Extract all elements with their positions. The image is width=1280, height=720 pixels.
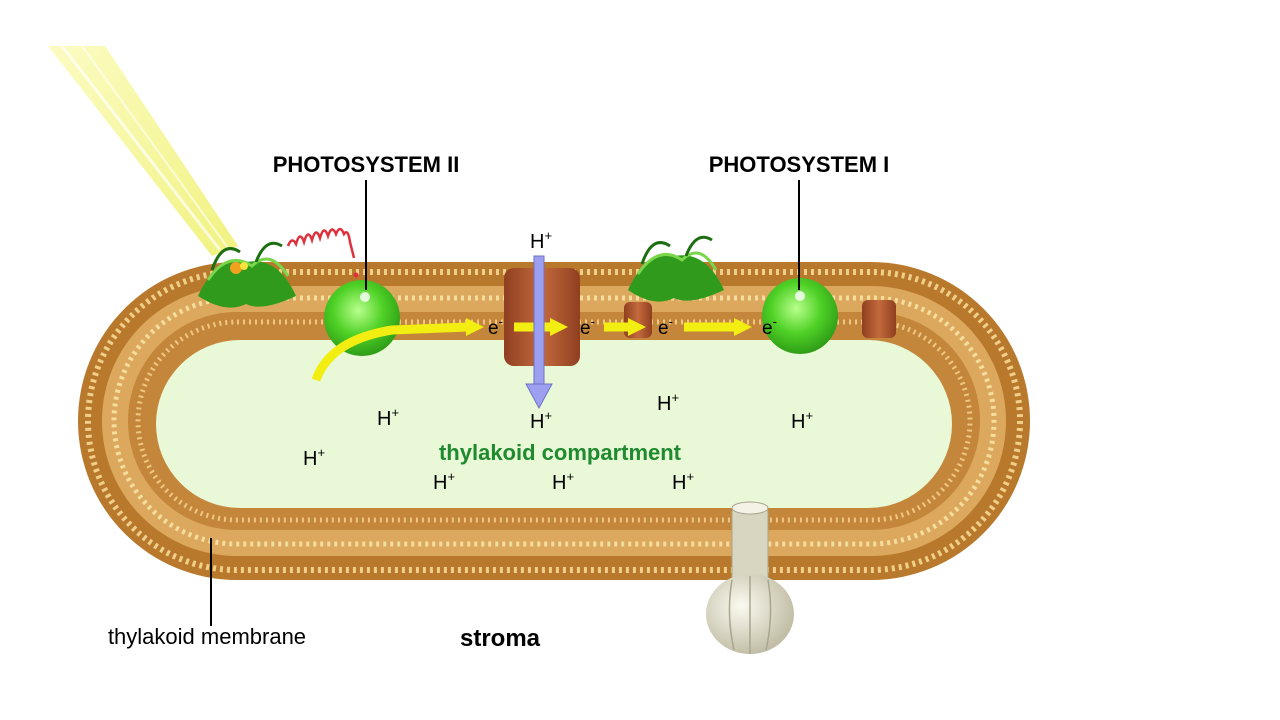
proton-label: H+ xyxy=(791,408,813,433)
svg-text:e-: e- xyxy=(658,314,673,339)
proton-label: H+ xyxy=(552,469,574,494)
energy-transfer-squiggle xyxy=(286,227,356,259)
atp-synthase xyxy=(706,501,794,654)
proton-label: H+ xyxy=(657,390,679,415)
svg-text:H+: H+ xyxy=(657,390,679,415)
antenna-complex-ii xyxy=(198,241,296,308)
svg-text:H+: H+ xyxy=(303,445,325,470)
svg-text:H+: H+ xyxy=(530,228,552,253)
ferredoxin xyxy=(862,300,896,338)
thylakoid-lumen xyxy=(156,340,952,508)
membrane-label: thylakoid membrane xyxy=(108,624,306,649)
svg-text:e-: e- xyxy=(488,314,503,339)
proton-label: H+ xyxy=(377,405,399,430)
energy-transfer-point xyxy=(353,272,359,278)
stroma-label: stroma xyxy=(460,625,541,652)
svg-text:H+: H+ xyxy=(672,469,694,494)
svg-text:e-: e- xyxy=(762,314,777,339)
compartment-label: thylakoid compartment xyxy=(439,440,682,465)
svg-text:H+: H+ xyxy=(552,469,574,494)
proton-label: H+ xyxy=(303,445,325,470)
proton-pump-arrow xyxy=(525,255,553,410)
electron-label: e- xyxy=(762,314,777,339)
photosystem-ii-label: PHOTOSYSTEM II xyxy=(273,152,460,177)
proton-label: H+ xyxy=(530,408,552,433)
svg-text:H+: H+ xyxy=(433,469,455,494)
svg-text:H+: H+ xyxy=(791,408,813,433)
electron-label: e- xyxy=(658,314,673,339)
photosystem-i xyxy=(762,278,838,354)
photosystem-i-label: PHOTOSYSTEM I xyxy=(709,152,890,177)
electron-label: e- xyxy=(488,314,503,339)
svg-text:e-: e- xyxy=(580,314,595,339)
light-beam xyxy=(48,45,238,256)
proton-label: H+ xyxy=(433,469,455,494)
svg-text:H+: H+ xyxy=(530,408,552,433)
proton-label: H+ xyxy=(672,469,694,494)
antenna-complex-i xyxy=(628,235,724,302)
photosystem-ii xyxy=(324,280,400,356)
electron-label: e- xyxy=(580,314,595,339)
svg-text:H+: H+ xyxy=(377,405,399,430)
electron-flow xyxy=(311,318,752,382)
proton-label: H+ xyxy=(530,228,552,253)
